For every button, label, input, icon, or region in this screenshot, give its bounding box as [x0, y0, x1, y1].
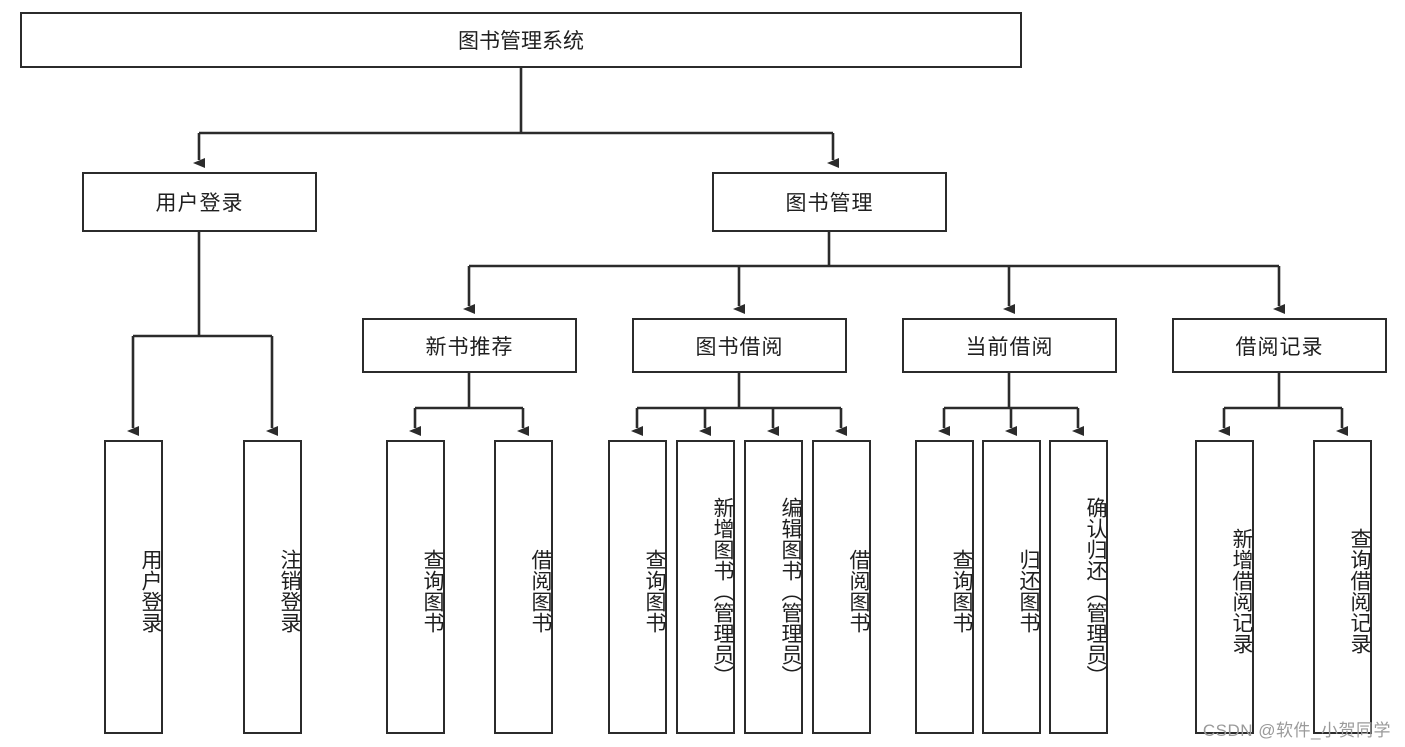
leaf-add-borrow-record[interactable]: 新增借阅记录: [1195, 440, 1254, 734]
leaf-query-borrow-record[interactable]: 查询借阅记录: [1313, 440, 1372, 734]
leaf-label: 注销登录: [278, 549, 301, 633]
leaf-label: 编辑图书（管理员）: [779, 496, 802, 686]
watermark-text: CSDN @软件_小贺同学: [1202, 721, 1391, 740]
leaf-label: 查询图书: [950, 549, 973, 633]
leaf-query-book-recommend[interactable]: 查询图书: [386, 440, 445, 734]
leaf-return-book[interactable]: 归还图书: [982, 440, 1041, 734]
leaf-borrow-book-recommend[interactable]: 借阅图书: [494, 440, 553, 734]
leaf-label: 查询借阅记录: [1348, 528, 1371, 654]
leaf-label: 新增图书（管理员）: [711, 496, 734, 686]
leaf-borrow-book[interactable]: 借阅图书: [812, 440, 871, 734]
leaf-edit-book-admin[interactable]: 编辑图书（管理员）: [744, 440, 803, 734]
leaf-label: 查询图书: [421, 549, 444, 633]
leaf-label: 借阅图书: [847, 549, 870, 633]
leaf-query-book-borrow[interactable]: 查询图书: [608, 440, 667, 734]
leaf-user-login[interactable]: 用户登录: [104, 440, 163, 734]
node-book-management[interactable]: 图书管理: [712, 172, 947, 232]
node-user-login[interactable]: 用户登录: [82, 172, 317, 232]
node-borrow-record[interactable]: 借阅记录: [1172, 318, 1387, 373]
node-new-book-recommend[interactable]: 新书推荐: [362, 318, 577, 373]
leaf-label: 确认归还（管理员）: [1084, 496, 1107, 686]
node-root-system[interactable]: 图书管理系统: [20, 12, 1022, 68]
leaf-query-book-current[interactable]: 查询图书: [915, 440, 974, 734]
leaf-label: 查询图书: [643, 549, 666, 633]
leaf-label: 借阅图书: [529, 549, 552, 633]
leaf-confirm-return-admin[interactable]: 确认归还（管理员）: [1049, 440, 1108, 734]
node-book-borrow[interactable]: 图书借阅: [632, 318, 847, 373]
leaf-label: 归还图书: [1017, 549, 1040, 633]
leaf-user-logout[interactable]: 注销登录: [243, 440, 302, 734]
node-current-borrow[interactable]: 当前借阅: [902, 318, 1117, 373]
leaf-label: 用户登录: [139, 549, 162, 633]
leaf-add-book-admin[interactable]: 新增图书（管理员）: [676, 440, 735, 734]
leaf-label: 新增借阅记录: [1230, 528, 1253, 654]
